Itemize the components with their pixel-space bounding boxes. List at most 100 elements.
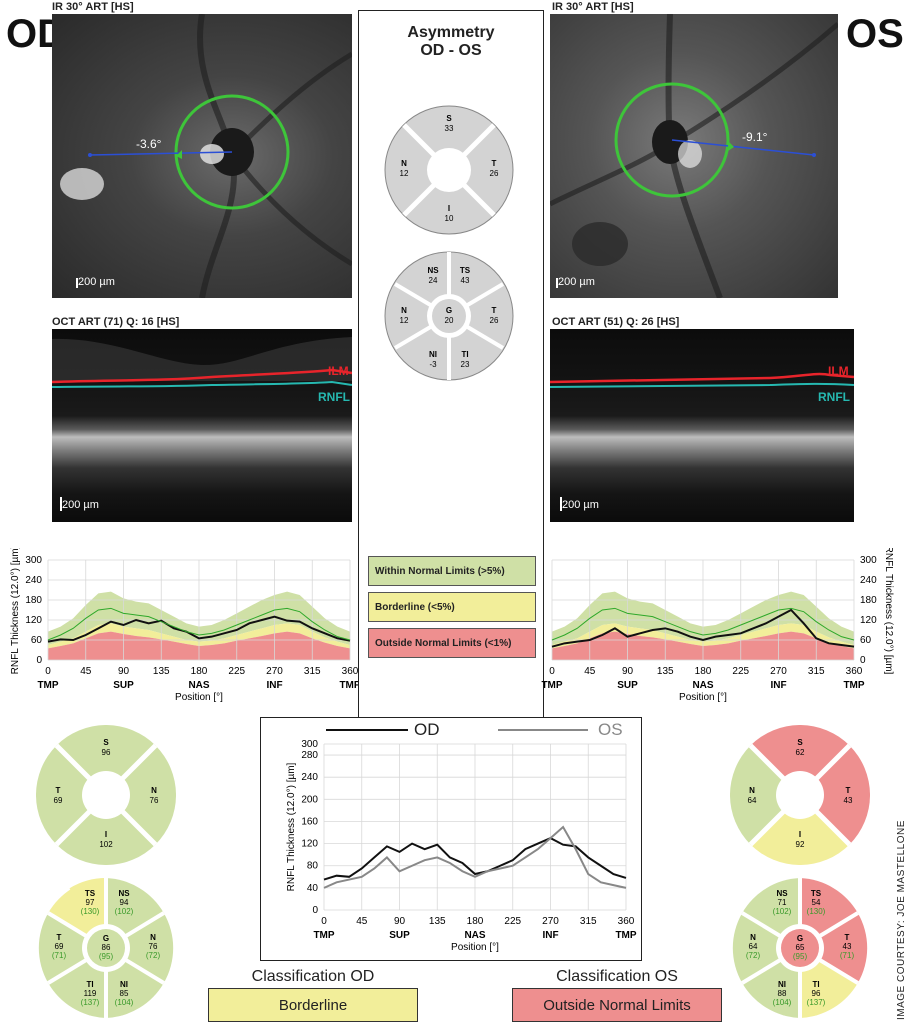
asym-sect-ni-value: -3 <box>429 360 437 369</box>
os-sect-t-label: T <box>845 933 850 942</box>
y-axis-label: RNFL Thickness (12.0°) [µm] <box>286 762 297 891</box>
od-oct-scale: 200 µm <box>60 497 99 511</box>
os-quad-t-value: 43 <box>844 796 853 805</box>
od-sect-ni-label: NI <box>120 980 128 989</box>
os-scan-circle <box>614 82 730 198</box>
od-series-line-swatch <box>326 729 408 731</box>
asym-sect-n-value: 12 <box>400 316 409 325</box>
od-ilm-label: ILM <box>328 364 349 378</box>
y-axis-label: RNFL Thickness (12.0°) [µm] <box>10 548 21 674</box>
os-quadrant-chart: S 62 N 64 T 43 I 92 <box>730 725 870 865</box>
legend-borderline: Borderline (<5%) <box>368 592 536 622</box>
y-tick-label: 240 <box>301 772 318 783</box>
region-label: NAS <box>188 680 209 691</box>
asym-sect-g-value: 20 <box>445 316 454 325</box>
od-fundus-image <box>52 14 352 298</box>
x-axis-label: Position [°] <box>175 692 223 703</box>
os-sect-t-value: 43 <box>843 942 852 951</box>
y-tick-label: 60 <box>860 635 872 646</box>
asym-sect-ni-label: NI <box>429 350 437 359</box>
x-tick-label: 315 <box>808 666 825 677</box>
asym-sect-ts-label: TS <box>460 266 471 275</box>
os-series-legend: OS <box>598 720 623 739</box>
x-tick-label: 180 <box>695 666 712 677</box>
os-sect-ni-value: 88 <box>778 989 787 998</box>
os-sect-ns-ref: (102) <box>773 907 792 916</box>
x-tick-label: 90 <box>394 916 406 927</box>
asym-quadrant-chart: S 33 N 12 T 26 I 10 <box>384 105 514 235</box>
region-label: NAS <box>464 930 485 941</box>
region-label: TMP <box>843 680 864 691</box>
asym-quad-t-label: T <box>492 159 497 168</box>
os-quad-t-label: T <box>846 786 851 795</box>
region-label: NAS <box>692 680 713 691</box>
os-sect-ti-value: 96 <box>812 989 821 998</box>
od-quad-s-value: 96 <box>102 748 111 757</box>
y-tick-label: 180 <box>25 595 42 606</box>
od-sect-ni-ref: (104) <box>115 998 134 1007</box>
x-tick-label: 360 <box>618 916 635 927</box>
od-sect-ni-value: 85 <box>120 989 129 998</box>
region-label: SUP <box>389 930 410 941</box>
os-sect-ns-label: NS <box>776 889 788 898</box>
image-credit: IMAGE COURTESY: JOE MASTELLONE <box>896 820 907 1020</box>
od-classification-title: Classification OD <box>251 968 375 985</box>
series-line <box>551 607 855 641</box>
region-label: SUP <box>617 680 638 691</box>
od-sect-ti-label: TI <box>86 980 93 989</box>
od-sect-n-ref: (72) <box>146 951 161 960</box>
od-classification-box: Borderline <box>208 988 418 1022</box>
y-tick-label: 200 <box>301 794 318 805</box>
os-oct-label: OCT ART (51) Q: 26 [HS] <box>552 316 680 328</box>
y-tick-label: 0 <box>312 905 318 916</box>
os-fundus-image <box>550 14 838 298</box>
x-tick-label: 135 <box>153 666 170 677</box>
os-rnfl-label: RNFL <box>818 390 850 404</box>
y-tick-label: 120 <box>301 839 318 850</box>
x-tick-label: 0 <box>45 666 51 677</box>
legend-outside-normal: Outside Normal Limits (<1%) <box>368 628 536 658</box>
y-tick-label: 300 <box>860 555 877 566</box>
os-series-line-swatch <box>498 729 588 731</box>
asym-sect-t-value: 26 <box>490 316 499 325</box>
od-sect-g-value: 86 <box>102 943 111 952</box>
od-angle-label: -3.6° <box>136 137 162 151</box>
od-quad-t-label: T <box>56 786 61 795</box>
os-sect-n-ref: (72) <box>746 951 761 960</box>
od-fundus-overlay <box>60 14 352 298</box>
os-quad-s-label: S <box>797 738 803 747</box>
os-sect-ns-value: 71 <box>778 898 787 907</box>
od-sect-ti-value: 119 <box>84 989 97 998</box>
x-tick-label: 180 <box>467 916 484 927</box>
os-quad-n-label: N <box>749 786 755 795</box>
y-tick-label: 120 <box>860 615 877 626</box>
od-ir-label: IR 30° ART [HS] <box>52 1 134 13</box>
asym-quadrant-ring <box>384 105 514 235</box>
os-quadrant-ring <box>730 725 870 865</box>
os-quad-i-label: I <box>799 830 801 839</box>
asym-quad-t-value: 26 <box>490 169 499 178</box>
od-rnfl-label: RNFL <box>318 390 350 404</box>
od-scan-circle <box>174 94 290 210</box>
y-tick-label: 160 <box>301 816 318 827</box>
od-sect-n-value: 76 <box>149 942 158 951</box>
region-label: TMP <box>339 680 360 691</box>
y-tick-label: 0 <box>860 655 866 666</box>
x-tick-label: 45 <box>80 666 92 677</box>
od-oct-label: OCT ART (71) Q: 16 [HS] <box>52 316 180 328</box>
asym-quad-n-label: N <box>401 159 407 168</box>
od-quad-i-label: I <box>105 830 107 839</box>
region-label: SUP <box>113 680 134 691</box>
x-tick-label: 0 <box>549 666 555 677</box>
y-tick-label: 240 <box>860 575 877 586</box>
y-tick-label: 180 <box>860 595 877 606</box>
od-oct-scale-text: 200 µm <box>62 499 99 511</box>
y-tick-label: 300 <box>25 555 42 566</box>
os-quad-i-value: 92 <box>796 840 805 849</box>
x-axis-label: Position [°] <box>679 692 727 703</box>
x-tick-label: 270 <box>542 916 559 927</box>
series-line <box>323 825 627 889</box>
x-tick-label: 135 <box>429 916 446 927</box>
od-sect-ns-value: 94 <box>120 898 129 907</box>
